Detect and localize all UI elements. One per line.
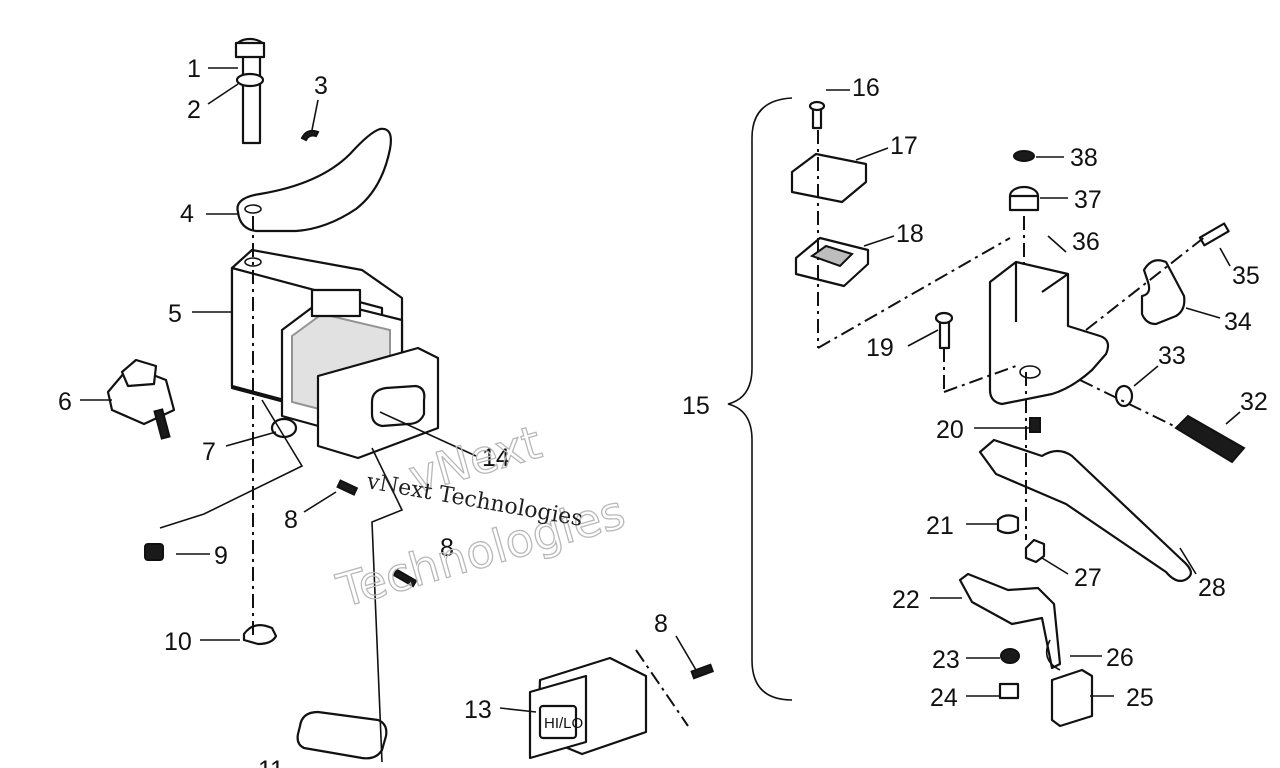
brake-switch-part xyxy=(1050,668,1094,728)
callout-7: 7 xyxy=(202,438,216,466)
callout-labels: 1 2 3 4 5 6 7 8 8 8 9 10 11 13 14 15 16 … xyxy=(58,55,1268,768)
callout-9: 9 xyxy=(214,542,228,570)
callout-2: 2 xyxy=(187,96,201,124)
hi-lo-switch-part: HI/LO xyxy=(528,656,648,760)
callout-20: 20 xyxy=(936,416,964,444)
callout-37: 37 xyxy=(1074,186,1102,214)
screw-part xyxy=(392,568,418,588)
switch-bracket-part xyxy=(958,572,1062,670)
bottom-plate-part xyxy=(296,710,388,760)
spring-part xyxy=(1174,414,1246,464)
callout-8: 8 xyxy=(284,506,298,534)
callout-34: 34 xyxy=(1224,308,1252,336)
pivot-bolt-part xyxy=(938,318,951,350)
callout-28: 28 xyxy=(1198,574,1226,602)
callout-16: 16 xyxy=(852,74,880,102)
callout-4: 4 xyxy=(180,200,194,228)
callout-15: 15 xyxy=(682,392,710,420)
callout-6: 6 xyxy=(58,388,72,416)
reservoir-cap-part xyxy=(790,152,868,204)
callout-5: 5 xyxy=(168,300,182,328)
nut-part xyxy=(144,543,164,561)
callout-32: 32 xyxy=(1240,388,1268,416)
pin-bolt-part xyxy=(234,37,266,145)
e-clip-part xyxy=(242,623,278,646)
screw-part xyxy=(1198,222,1230,247)
callout-27: 27 xyxy=(1074,564,1102,592)
e-clip-part xyxy=(300,129,320,142)
callout-38: 38 xyxy=(1070,144,1098,172)
callout-24: 24 xyxy=(930,684,958,712)
clamp-part xyxy=(1140,259,1186,326)
group-brace xyxy=(727,97,793,701)
callout-10: 10 xyxy=(164,628,192,656)
hi-lo-label: HI/LO xyxy=(544,715,583,732)
torsion-spring-part xyxy=(996,514,1020,535)
lock-washer-part xyxy=(1000,648,1020,664)
brake-lever-part xyxy=(978,438,1192,583)
callout-13: 13 xyxy=(464,696,492,724)
callout-17: 17 xyxy=(890,132,918,160)
callout-21: 21 xyxy=(926,512,954,540)
callout-22: 22 xyxy=(892,586,920,614)
leader-lines xyxy=(80,67,1241,713)
pin-part xyxy=(1029,417,1041,433)
callout-36: 36 xyxy=(1072,228,1100,256)
washer-part xyxy=(1013,150,1035,162)
callout-14: 14 xyxy=(482,444,510,472)
washer-part xyxy=(1114,384,1134,408)
master-cylinder-body-part xyxy=(988,260,1110,406)
callout-11: 11 xyxy=(258,756,284,768)
throttle-lever-part xyxy=(236,127,392,233)
knob-part xyxy=(106,358,176,440)
nut-part xyxy=(1024,538,1046,564)
callout-8: 8 xyxy=(440,534,454,562)
screw-part xyxy=(690,663,715,680)
screw-part xyxy=(998,682,1020,700)
callout-3: 3 xyxy=(314,72,328,100)
callout-35: 35 xyxy=(1232,262,1260,290)
callout-18: 18 xyxy=(896,220,924,248)
callout-26: 26 xyxy=(1106,644,1134,672)
callout-25: 25 xyxy=(1126,684,1154,712)
callout-1: 1 xyxy=(187,55,201,83)
callout-19: 19 xyxy=(866,334,894,362)
callout-23: 23 xyxy=(932,646,960,674)
callout-8: 8 xyxy=(654,610,668,638)
callout-33: 33 xyxy=(1158,342,1186,370)
screw-part xyxy=(336,479,359,496)
